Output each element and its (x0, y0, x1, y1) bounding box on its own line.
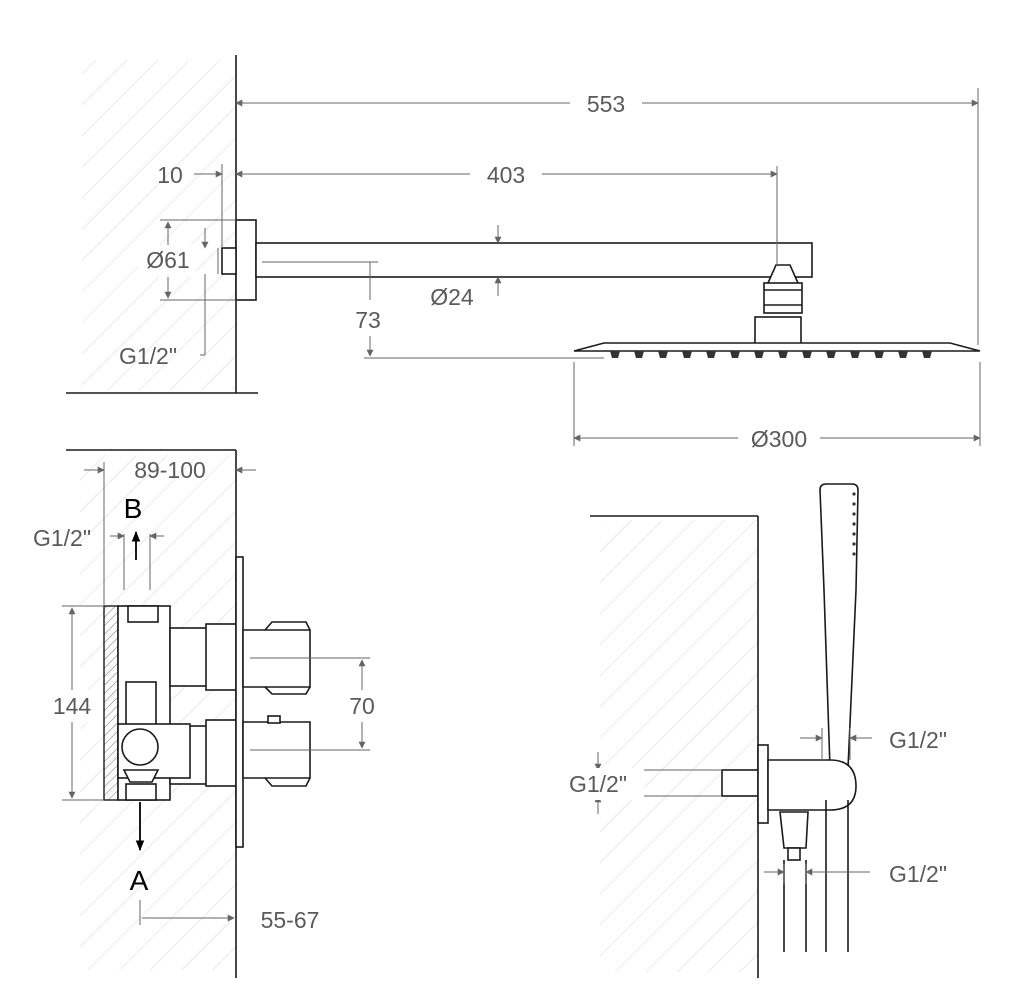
shower-arm (255, 242, 813, 278)
nozzle (682, 351, 692, 358)
dim-body-height: 144 (53, 693, 92, 719)
hand-nozzle (852, 522, 856, 526)
mixer-body-hatch (103, 605, 119, 801)
mixer-view: 89-100 B G1/2" 144 70 A 55-67 (33, 449, 384, 978)
hand-shower-nozzles (852, 492, 856, 556)
hand-nozzle (852, 552, 856, 556)
dim-arm-diameter: Ø24 (430, 284, 474, 310)
head-shower-view: 553 403 10 Ø61 G1/2" Ø24 73 (66, 55, 981, 454)
cover-plate (235, 556, 244, 848)
dim-outlet-thread: G1/2" (33, 525, 91, 551)
nozzle (898, 351, 908, 358)
dim-flange-depth: 10 (157, 162, 183, 188)
flange-nipple (221, 247, 237, 275)
nozzle (730, 351, 740, 358)
hand-nozzle (852, 492, 856, 496)
dim-handle-spacing: 70 (349, 693, 375, 719)
nozzle (610, 351, 620, 358)
wall-hatch (82, 60, 236, 390)
dim-projection: 55-67 (261, 907, 320, 933)
joint-nut (763, 282, 803, 314)
nozzle (658, 351, 668, 358)
port-b-label: B (124, 493, 143, 524)
diverter-circle (121, 728, 159, 766)
dim-arm-length: 403 (487, 162, 525, 188)
dim-hose-thread: G1/2" (889, 861, 947, 887)
dim-thread: G1/2" (119, 343, 177, 369)
wall-flange (235, 219, 257, 301)
shower-nozzles (610, 351, 932, 358)
nozzle (826, 351, 836, 358)
shower-head (573, 342, 981, 352)
nozzle (850, 351, 860, 358)
head-connector (754, 316, 802, 346)
nozzle (754, 351, 764, 358)
wall-hatch-hand (600, 520, 758, 972)
hand-shower-view: G1/2" G1/2" G1/2" (552, 483, 947, 978)
port-a-label: A (130, 865, 149, 896)
dim-wall-outlet-thread: G1/2" (569, 771, 627, 797)
nozzle (634, 351, 644, 358)
hand-nozzle (852, 542, 856, 546)
nozzle (802, 351, 812, 358)
nozzle (874, 351, 884, 358)
nozzle (922, 351, 932, 358)
outlet-holder (767, 759, 857, 811)
dim-overall-length: 553 (587, 91, 625, 117)
outlet-pipe (721, 769, 759, 797)
nozzle (778, 351, 788, 358)
dim-recess-depth: 89-100 (134, 457, 206, 483)
hand-shower (819, 483, 859, 769)
hand-nozzle (852, 532, 856, 536)
dim-flange-diameter: Ø61 (146, 247, 189, 273)
dim-drop: 73 (355, 307, 381, 333)
nozzle (706, 351, 716, 358)
hand-nozzle (852, 512, 856, 516)
dim-head-diameter: Ø300 (751, 426, 807, 452)
hand-nozzle (852, 502, 856, 506)
dim-holder-thread: G1/2" (889, 727, 947, 753)
